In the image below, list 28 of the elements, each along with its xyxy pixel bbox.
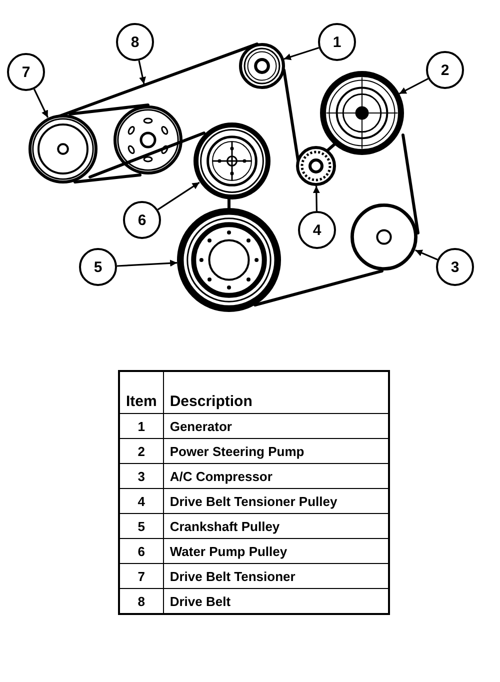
item-number: 6 [119, 538, 164, 564]
leader-line [138, 60, 146, 84]
callout-number: 7 [7, 53, 45, 91]
callout-number: 3 [436, 248, 474, 286]
leader-line [284, 47, 320, 60]
pulley-drawing [193, 122, 271, 200]
leader-line [398, 78, 428, 94]
pulley-drawing [177, 208, 281, 312]
pulley-drawing [320, 71, 404, 155]
leader-line [157, 182, 200, 210]
pulley-drawing [350, 203, 418, 271]
item-number: 1 [119, 414, 164, 438]
item-number: 7 [119, 564, 164, 588]
pulley-drawing [239, 43, 285, 89]
column-header: Item [119, 371, 164, 414]
leader-line [414, 249, 438, 260]
callout-number: 2 [426, 51, 464, 89]
pulley-drawing [296, 146, 336, 186]
callout-number: 8 [116, 23, 154, 61]
leader-line [33, 88, 49, 118]
leader-line [116, 260, 178, 267]
item-number: 3 [119, 464, 164, 488]
pulley-drawing [28, 114, 98, 184]
item-number: 5 [119, 514, 164, 538]
item-number: 2 [119, 438, 164, 464]
leader-line [312, 186, 320, 212]
callout-number: 1 [318, 23, 356, 61]
item-number: 4 [119, 488, 164, 514]
